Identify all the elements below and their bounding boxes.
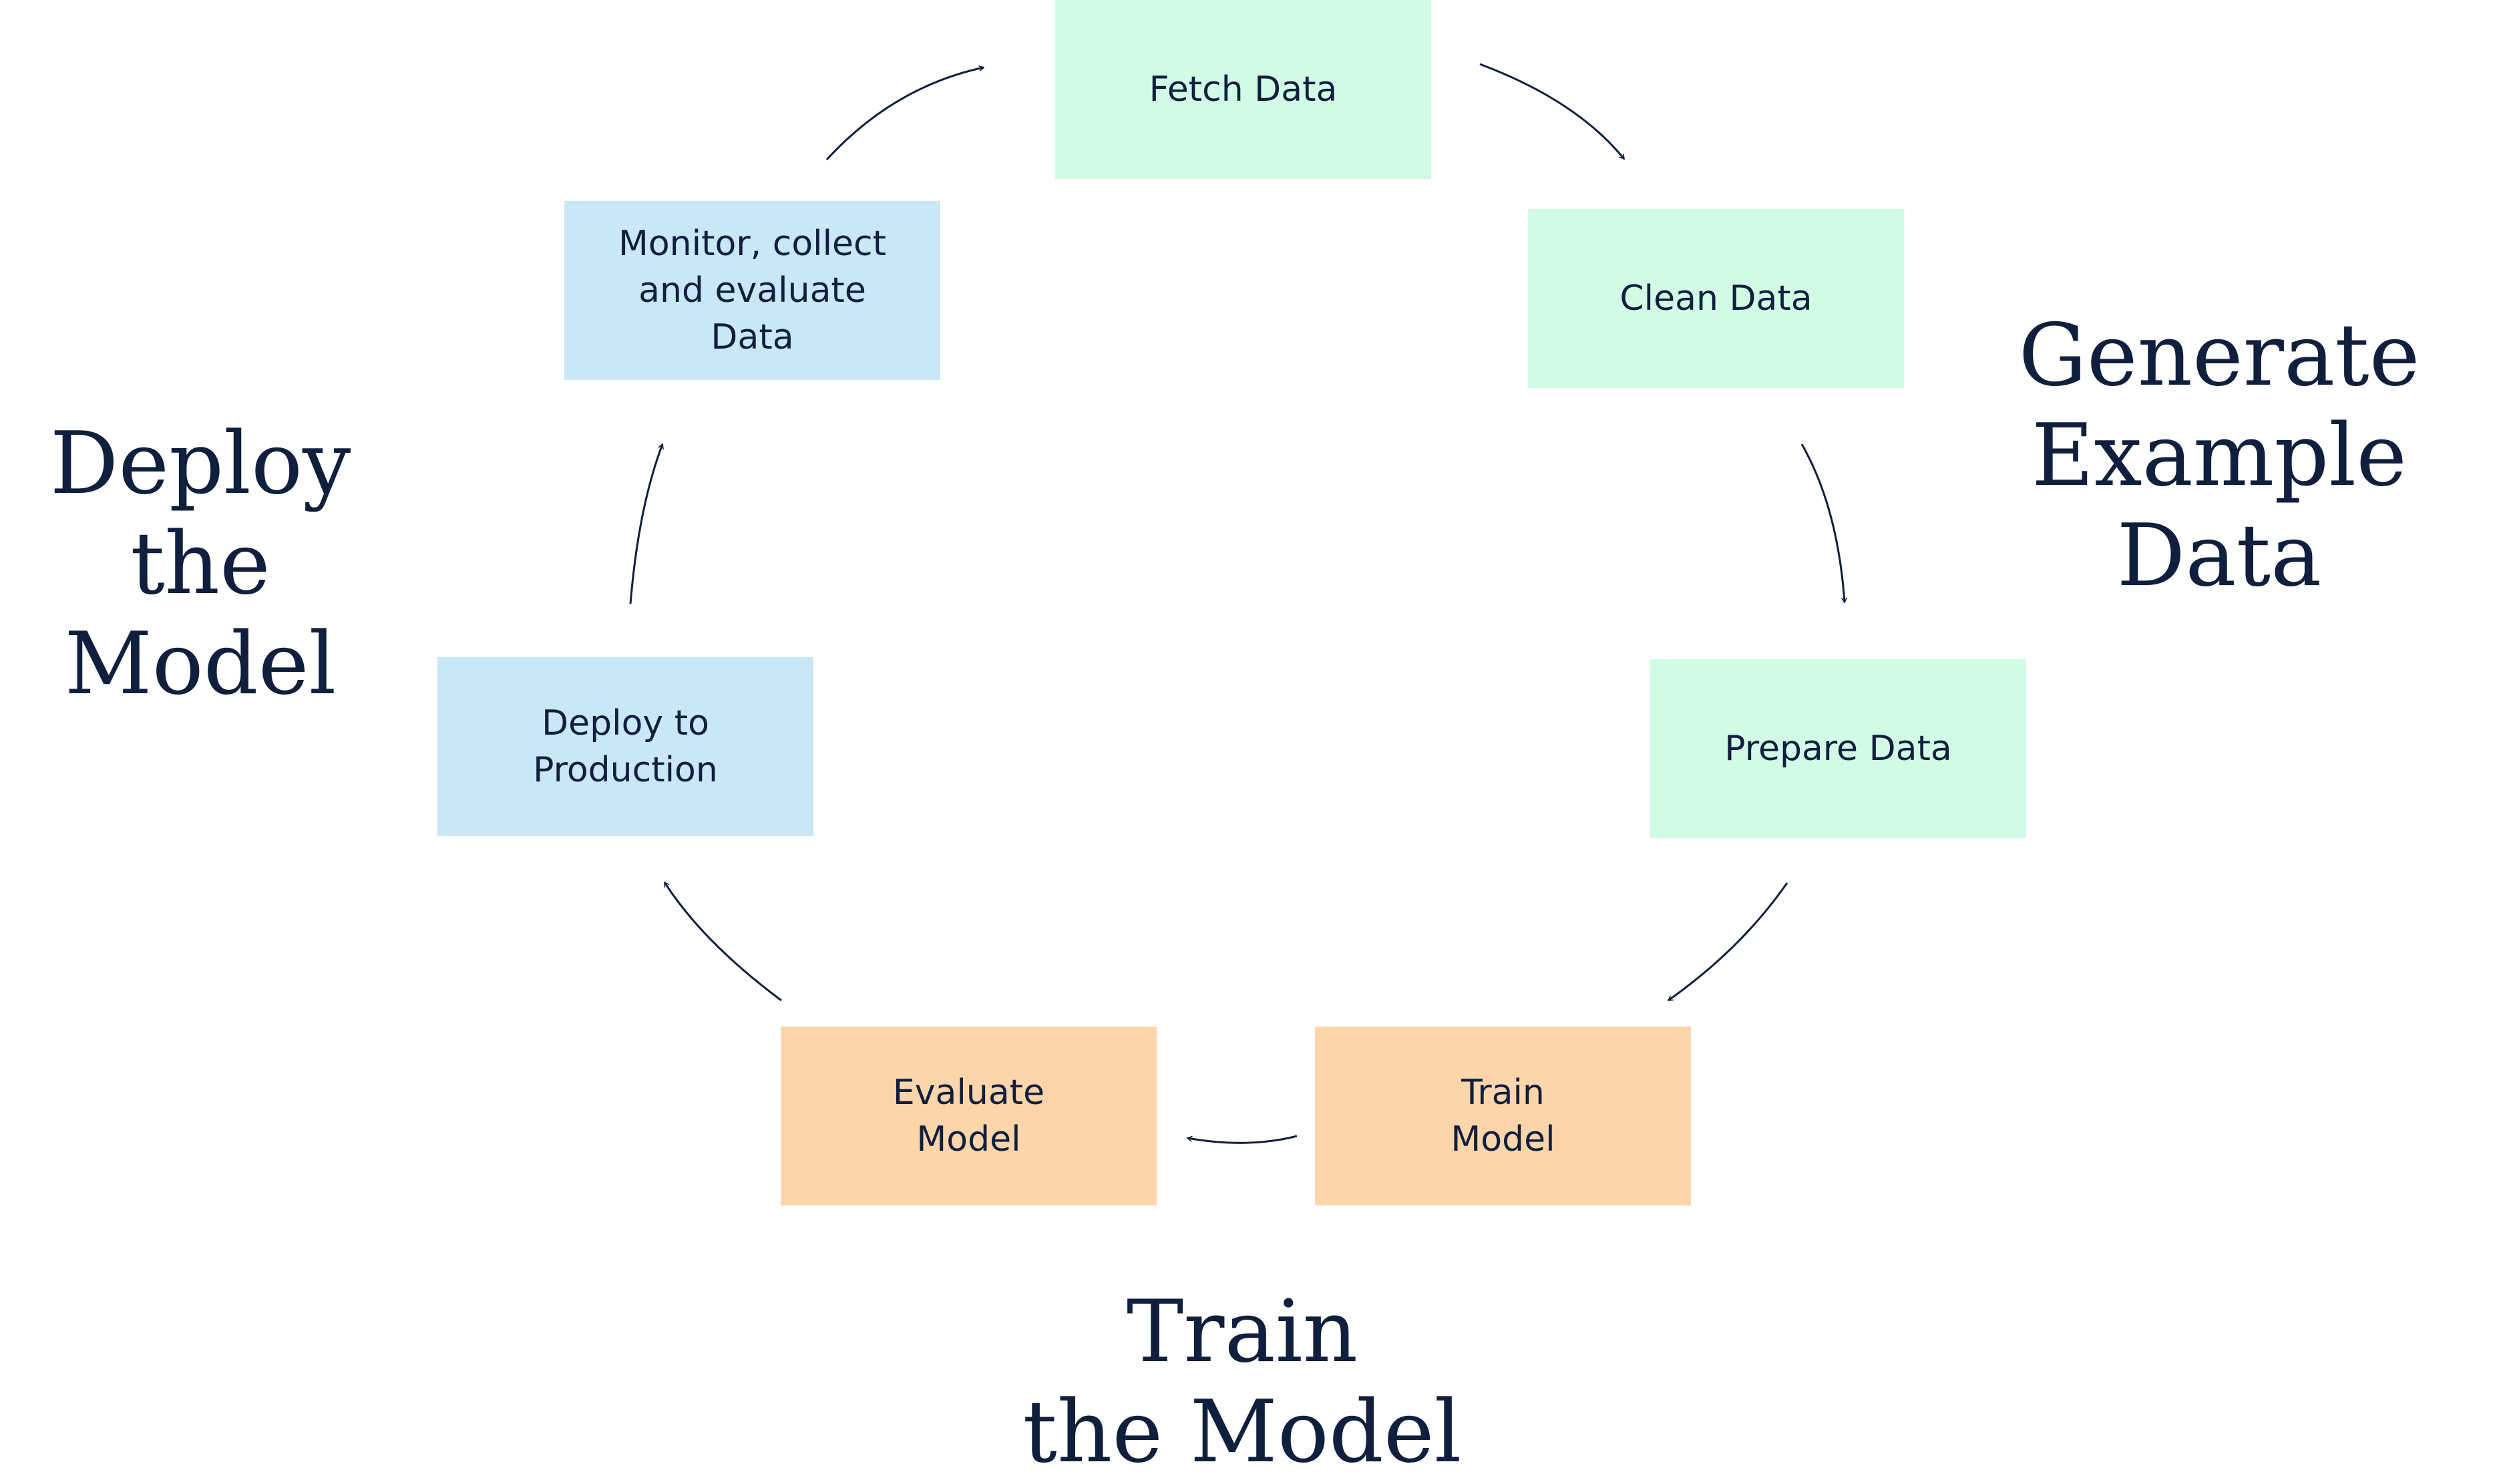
step-prepare-data: Prepare Data (1650, 659, 2026, 838)
step-train-model-label: Train Model (1451, 1073, 1555, 1159)
arrow-train-to-evaluate (1186, 1135, 1298, 1144)
step-fetch-data: Fetch Data (1055, 0, 1431, 179)
step-clean-data-label: Clean Data (1619, 279, 1812, 319)
arrow-fetch-to-clean (1479, 63, 1625, 160)
arrow-monitor-to-fetch (825, 65, 985, 161)
step-monitor-collect-evaluate: Monitor, collect and evaluate Data (564, 201, 940, 380)
arrow-evaluate-to-deploy (663, 881, 782, 1002)
step-evaluate-model: Evaluate Model (781, 1027, 1157, 1205)
arrow-prepare-to-train (1667, 882, 1788, 1002)
step-deploy-to-production: Deploy to Production (437, 657, 813, 836)
phase-title-deploy-the-model: Deploy the Model (49, 414, 351, 714)
step-clean-data: Clean Data (1528, 209, 1904, 388)
step-fetch-data-label: Fetch Data (1149, 69, 1338, 110)
arrow-deploy-to-monitor (629, 443, 664, 604)
step-prepare-data-label: Prepare Data (1724, 729, 1952, 769)
step-evaluate-model-label: Evaluate Model (892, 1073, 1045, 1159)
step-train-model: Train Model (1315, 1027, 1691, 1205)
phase-title-generate-example-data: Generate Example Data (2018, 306, 2420, 606)
step-deploy-to-production-label: Deploy to Production (533, 703, 718, 790)
phase-title-train-the-model: Train the Model (1022, 1282, 1462, 1482)
arrow-clean-to-prepare (1800, 443, 1848, 604)
step-monitor-collect-evaluate-label: Monitor, collect and evaluate Data (618, 224, 886, 357)
